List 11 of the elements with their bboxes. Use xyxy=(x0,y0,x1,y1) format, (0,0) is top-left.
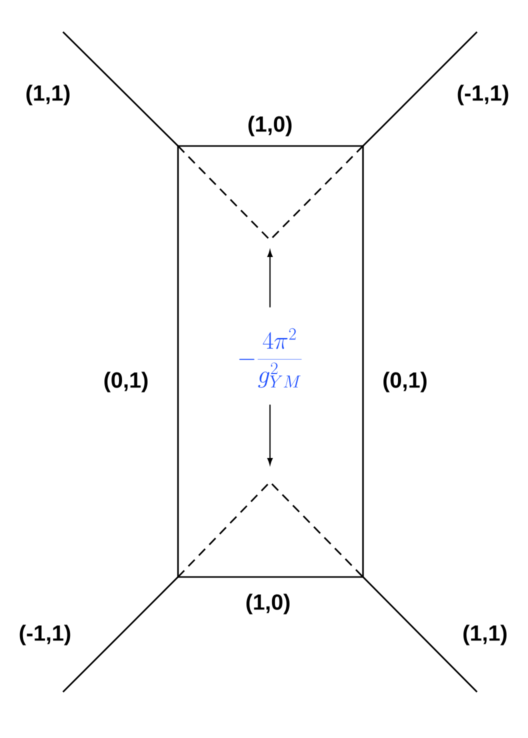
arrow xyxy=(267,250,273,308)
charge-label: (0,1) xyxy=(104,372,148,392)
charge-label: (-1,1) xyxy=(458,84,508,106)
charge-label: (1,1) xyxy=(26,84,70,106)
dashed-vertex xyxy=(177,480,364,578)
dashed-vertex xyxy=(177,145,364,242)
charge-label: (1,1) xyxy=(463,624,507,646)
charge-label: (-1,1) xyxy=(20,624,70,646)
arrow xyxy=(267,404,273,465)
charge-label: (0,1) xyxy=(383,372,427,392)
formula-label: $-\frac{4\pi^2}{g^2_{YM}}$ xyxy=(239,328,302,388)
